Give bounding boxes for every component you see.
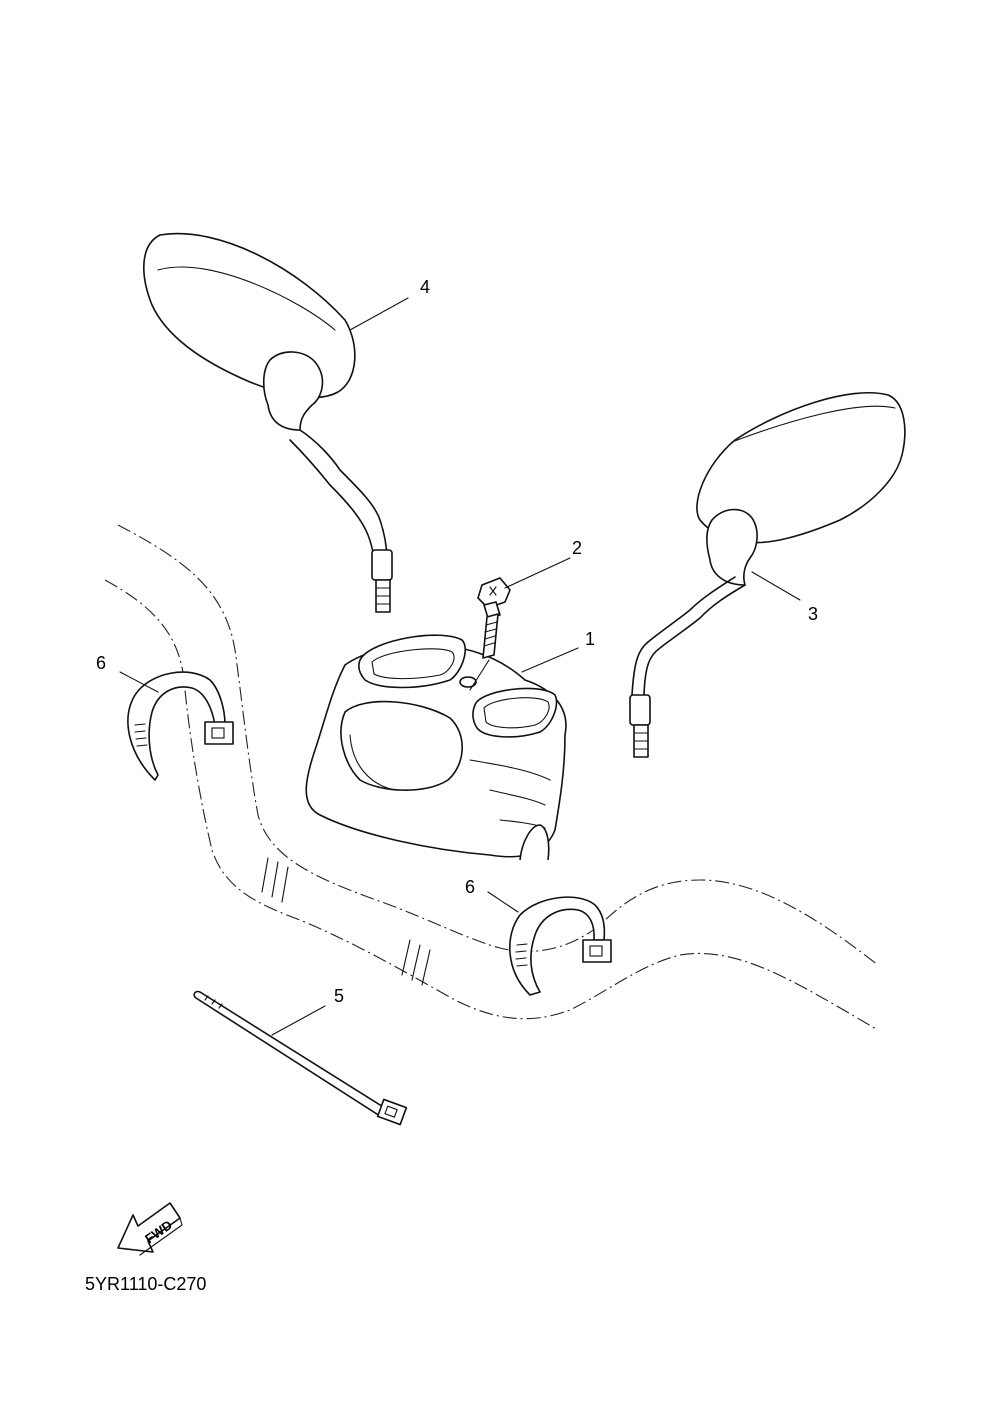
screw: [469, 577, 511, 691]
leader-lines: [119, 297, 801, 1036]
switch-cover: [305, 634, 567, 861]
callout-5: 5: [334, 986, 344, 1006]
drawing-code: 5YR1110-C270: [85, 1274, 206, 1294]
cable-tie: [193, 990, 408, 1126]
handlebar-outline: [104, 524, 879, 1031]
callout-1: 1: [585, 629, 595, 649]
callout-4: 4: [420, 277, 430, 297]
cable-clamp-left: [127, 671, 234, 781]
callout-6-left: 6: [96, 653, 106, 673]
cable-clamp-right: [509, 896, 612, 996]
mirror-right: [629, 391, 906, 758]
mirror-left: [143, 232, 393, 613]
callout-6-right: 6: [465, 877, 475, 897]
fwd-arrow-icon: FWD: [117, 1202, 183, 1256]
callout-2: 2: [572, 538, 582, 558]
callout-3: 3: [808, 604, 818, 624]
